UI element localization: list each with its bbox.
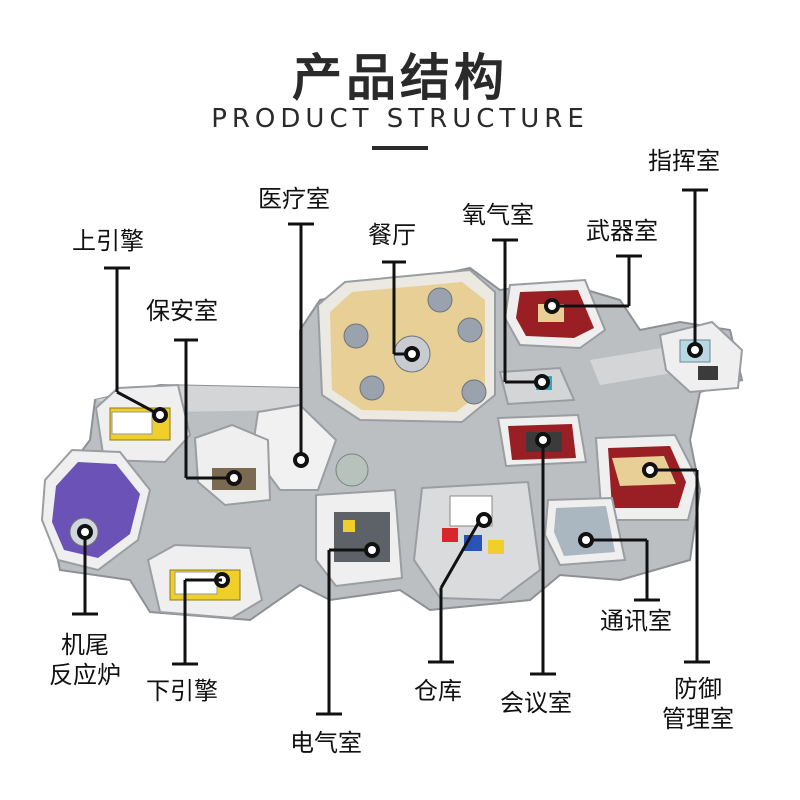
marker-dots — [77, 298, 703, 588]
label-reactor-line2: 反应炉 — [49, 661, 121, 689]
marker-upper-engine — [152, 407, 168, 423]
label-electrical: 电气室 — [290, 729, 362, 757]
label-admin: 会议室 — [500, 689, 572, 717]
cafeteria-room — [316, 268, 496, 424]
marker-navigation — [687, 342, 703, 358]
marker-admin — [535, 432, 551, 448]
title-underline — [372, 146, 428, 150]
label-shields-line1: 防御 — [674, 675, 722, 703]
marker-storage — [476, 512, 492, 528]
label-weapons: 武器室 — [586, 217, 658, 245]
weapons-room — [503, 278, 607, 350]
navigation-room — [658, 320, 744, 394]
label-storage: 仓库 — [414, 677, 462, 705]
label-lower-engine: 下引擎 — [146, 677, 218, 705]
label-upper-engine: 上引擎 — [72, 227, 144, 255]
storage-room — [412, 480, 542, 602]
marker-shields — [642, 462, 658, 478]
marker-o2 — [534, 374, 550, 390]
title-chinese: 产品结构 — [292, 49, 508, 107]
title-english: PRODUCT STRUCTURE — [211, 104, 589, 134]
medbay-room — [250, 403, 369, 491]
label-reactor: 机尾 反应炉 — [40, 630, 130, 690]
communications-room — [543, 496, 627, 567]
electrical-room — [315, 488, 404, 588]
label-medbay: 医疗室 — [258, 185, 330, 213]
label-navigation: 指挥室 — [648, 147, 720, 175]
marker-reactor — [77, 524, 93, 540]
label-reactor-line1: 机尾 — [61, 631, 109, 659]
label-communications: 通讯室 — [600, 607, 672, 635]
reactor-room — [40, 448, 152, 572]
marker-security — [226, 470, 242, 486]
upper-engine-room — [94, 383, 192, 464]
marker-weapons — [544, 298, 560, 314]
marker-communications — [578, 532, 594, 548]
label-shields-line2: 管理室 — [662, 705, 734, 733]
label-o2: 氧气室 — [462, 201, 534, 229]
marker-medbay — [293, 452, 309, 468]
label-cafeteria: 餐厅 — [368, 221, 416, 249]
marker-electrical — [364, 542, 380, 558]
marker-cafeteria — [404, 346, 420, 362]
shields-room — [594, 433, 700, 521]
leader-lines — [72, 188, 710, 716]
label-shields: 防御 管理室 — [650, 674, 746, 734]
label-security: 保安室 — [146, 297, 218, 325]
